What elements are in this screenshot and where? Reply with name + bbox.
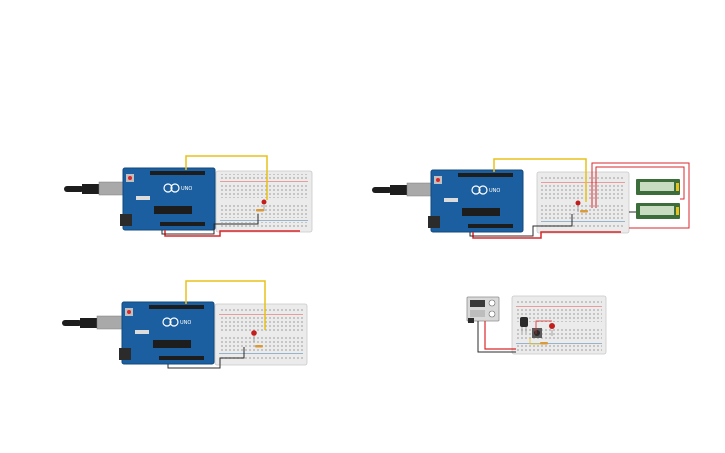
wire-red[interactable]: [484, 321, 516, 350]
wire-black[interactable]: [477, 321, 516, 353]
breadboard[interactable]: [214, 303, 308, 366]
circuit-4[interactable]: [466, 295, 607, 355]
board-label-uno: UNO: [181, 186, 192, 192]
pushbutton-icon[interactable]: [532, 328, 542, 338]
circuit-3[interactable]: UNO: [62, 280, 308, 369]
wire-yellow[interactable]: [185, 155, 268, 200]
resistor-icon: [255, 345, 263, 348]
resistor-icon: [540, 342, 548, 345]
lcd-module-1[interactable]: [636, 179, 680, 195]
lcd-module-2[interactable]: [636, 203, 680, 219]
usb-cable: [372, 182, 434, 197]
board-label-uno: UNO: [180, 320, 191, 326]
wire-black[interactable]: [161, 214, 259, 235]
usb-plug-icon: [96, 315, 124, 330]
usb-plug-icon: [98, 181, 126, 196]
arduino-uno-board[interactable]: UNO: [120, 167, 216, 231]
resistor-icon: [580, 210, 588, 213]
wire-red-2[interactable]: [535, 320, 552, 334]
wire-yellow[interactable]: [185, 280, 266, 330]
wire-black[interactable]: [469, 214, 573, 237]
led-icon: [549, 323, 555, 336]
wire-red-lcd[interactable]: [591, 162, 690, 229]
power-supply-icon[interactable]: [466, 296, 500, 323]
wire-black[interactable]: [167, 347, 245, 369]
transistor-icon: [520, 317, 528, 333]
circuit-1[interactable]: UNO: [64, 155, 313, 237]
circuit-2[interactable]: UNO: [372, 158, 690, 239]
usb-cable: [64, 181, 126, 196]
wire-yellow[interactable]: [493, 158, 587, 202]
resistor-icon: [256, 209, 264, 212]
wire-red[interactable]: [164, 230, 300, 237]
led-icon: [575, 200, 581, 212]
usb-cable: [62, 315, 124, 330]
arduino-uno-board[interactable]: UNO: [119, 301, 215, 365]
breadboard[interactable]: [536, 171, 630, 234]
arduino-uno-board[interactable]: UNO: [428, 169, 524, 233]
wire-yellow-2[interactable]: [529, 338, 540, 345]
breadboard[interactable]: [511, 295, 607, 355]
wire-red-lcd-2[interactable]: [595, 166, 685, 208]
usb-plug-icon: [406, 182, 434, 197]
board-label-uno: UNO: [489, 188, 500, 194]
led-icon: [251, 330, 257, 342]
